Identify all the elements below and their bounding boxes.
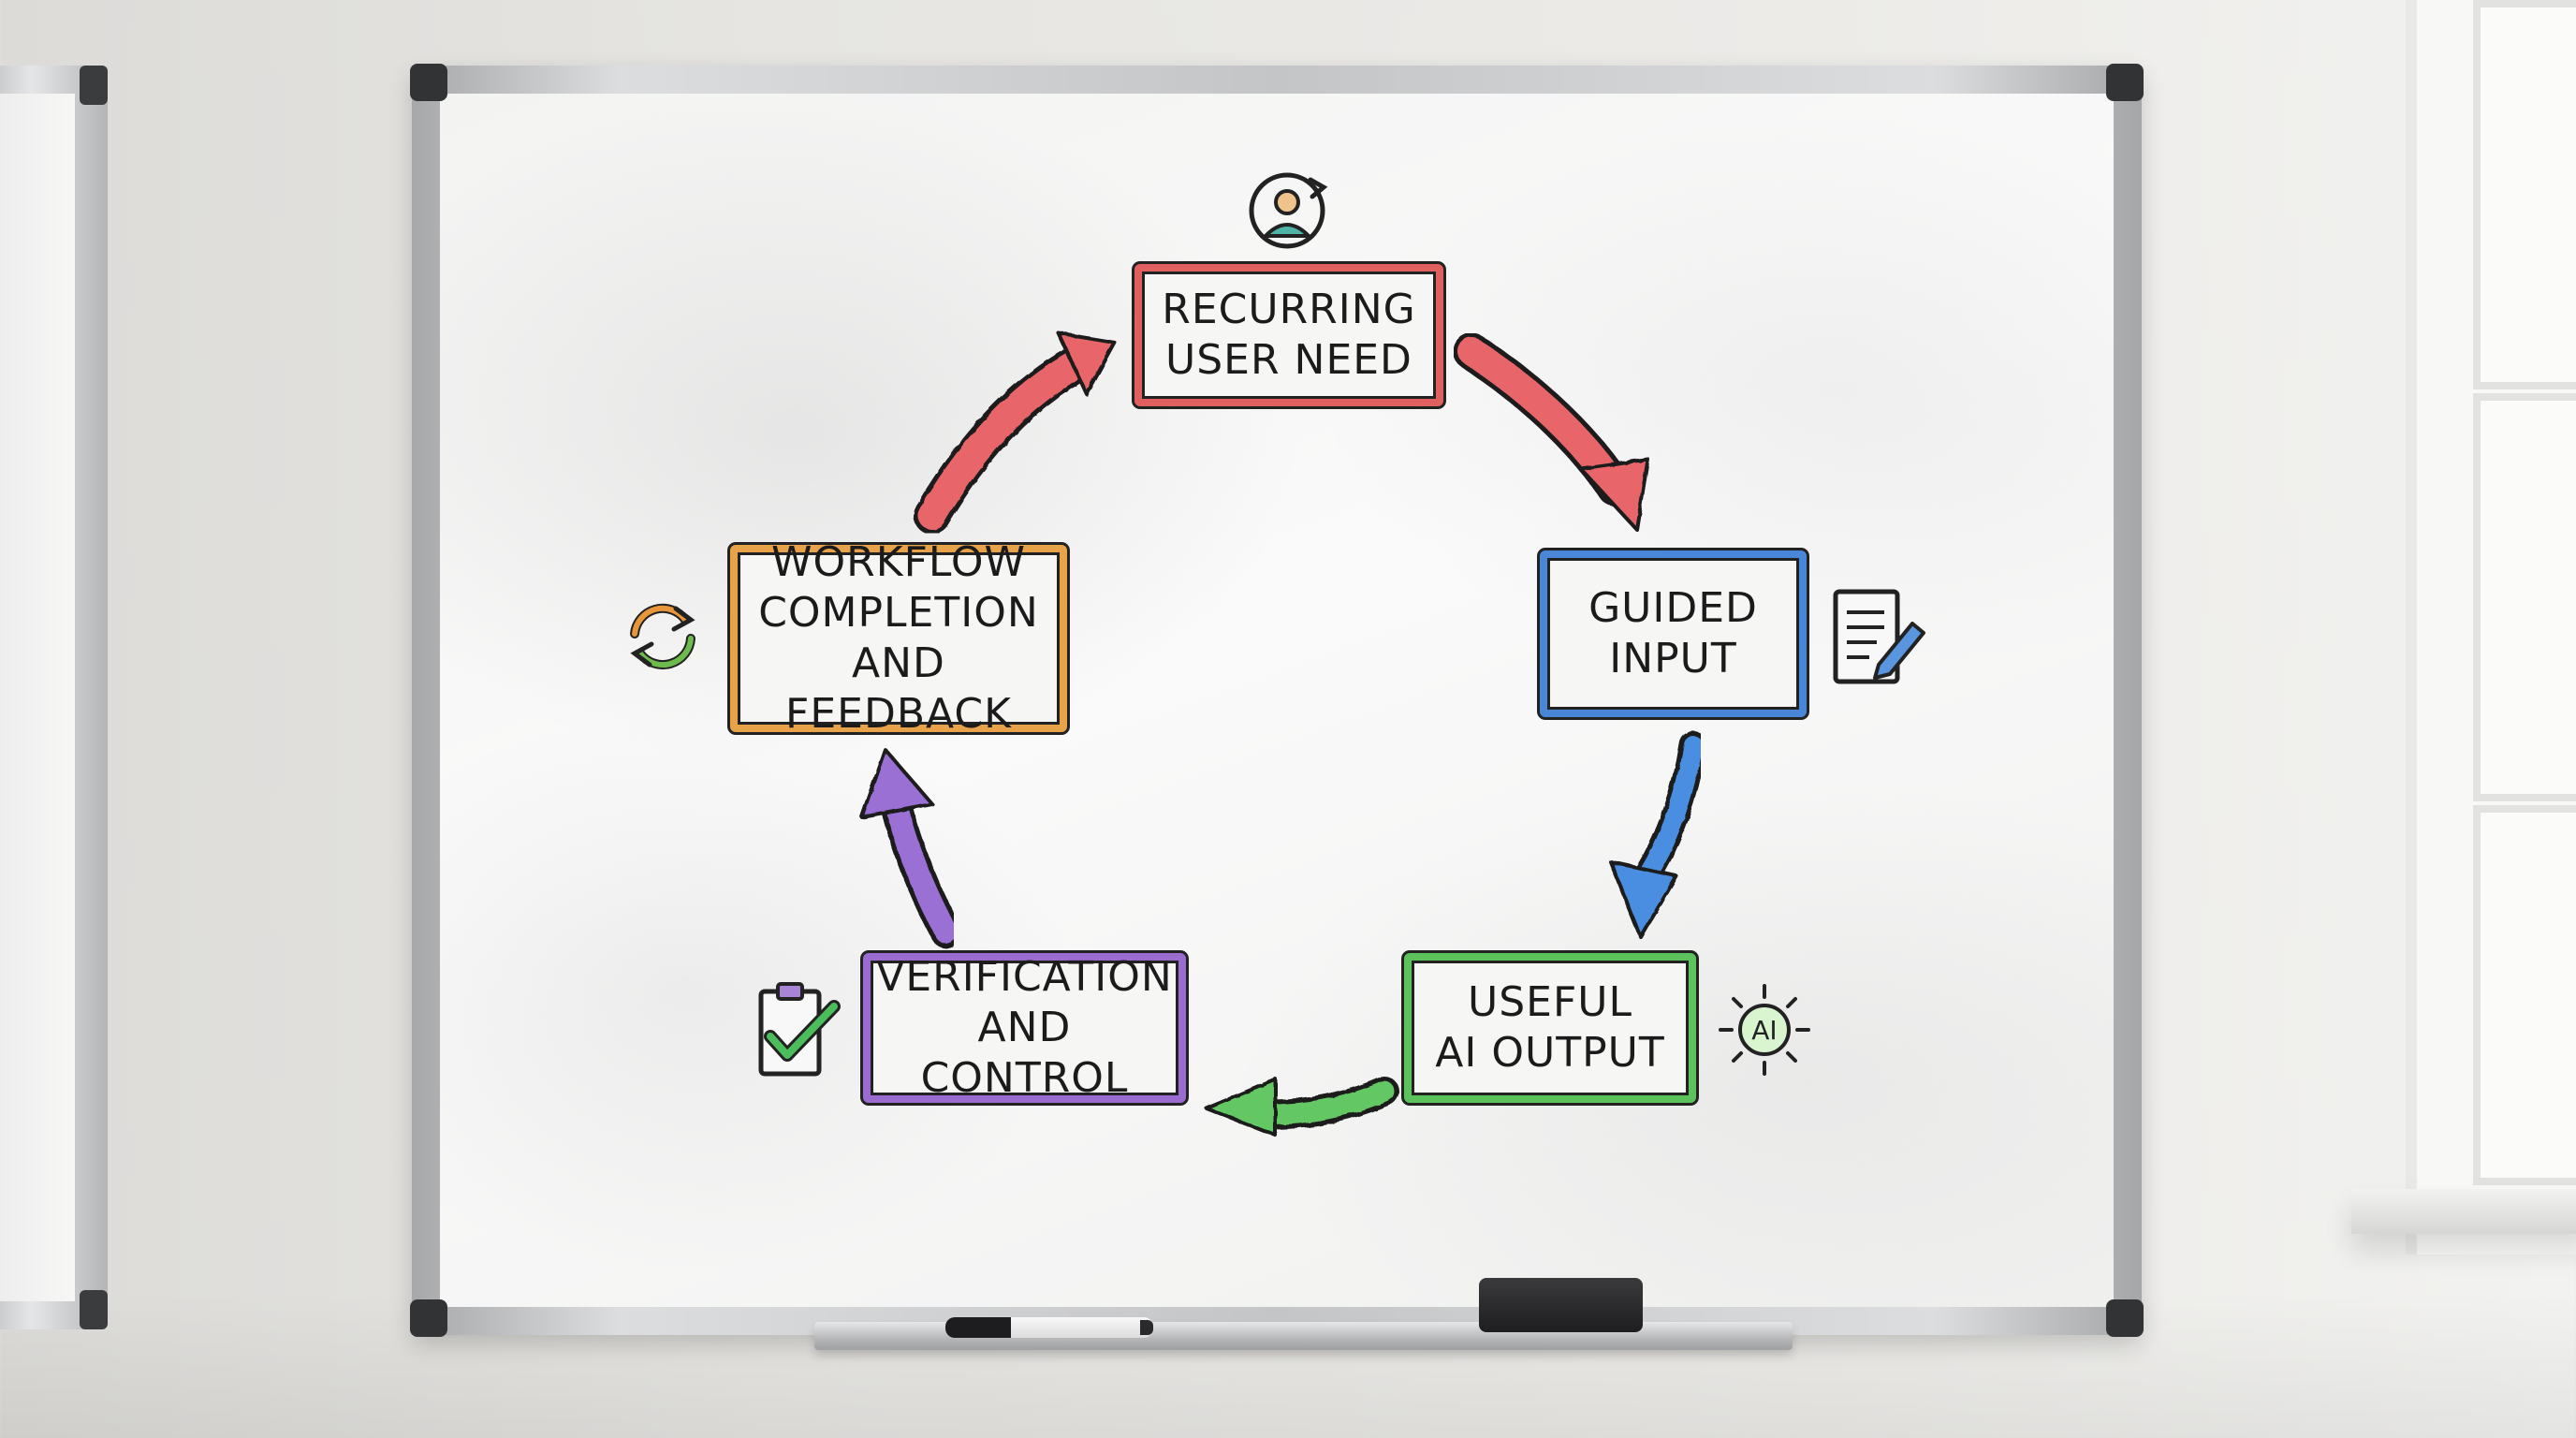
node-recurring-user-need[interactable]: RECURRING USER NEED: [1134, 264, 1443, 406]
frame-corner-cap: [410, 1299, 447, 1337]
left-board-corner-cap: [80, 1290, 108, 1329]
window: [2351, 0, 2576, 1255]
refresh-cycle-icon: [630, 603, 695, 670]
window-pane: [2473, 805, 2576, 1185]
node-label-line: COMPLETION: [758, 589, 1039, 637]
marker[interactable]: [945, 1317, 1153, 1338]
arrow-need-to-input: [1453, 332, 1649, 531]
node-label-line: VERIFICATION: [876, 953, 1173, 1001]
node-label-line: AND FEEDBACK: [785, 639, 1012, 738]
arrow-verification-to-workflow: [859, 747, 961, 947]
left-board-corner-cap: [80, 66, 108, 105]
frame-corner-cap: [410, 64, 447, 101]
node-guided-input[interactable]: GUIDED INPUT: [1540, 550, 1807, 717]
marker-cap: [945, 1317, 1011, 1338]
node-verification-and-control[interactable]: VERIFICATION AND CONTROL: [863, 953, 1186, 1103]
window-pane: [2473, 0, 2576, 389]
node-label-line: INPUT: [1609, 635, 1737, 682]
window-pane: [2473, 393, 2576, 801]
window-sill: [2351, 1189, 2576, 1234]
node-label-line: GUIDED: [1588, 584, 1758, 632]
node-label-line: AI OUTPUT: [1435, 1029, 1665, 1077]
eraser[interactable]: [1479, 1278, 1643, 1332]
left-whiteboard-partial: [0, 66, 108, 1329]
marker-end: [1140, 1320, 1153, 1335]
node-label-line: WORKFLOW: [771, 538, 1026, 586]
arrow-output-to-verification: [1204, 1076, 1398, 1137]
frame-corner-cap: [2106, 1299, 2144, 1337]
user-cycle-icon: [1249, 172, 1328, 249]
node-workflow-completion[interactable]: WORKFLOW COMPLETION AND FEEDBACK: [730, 538, 1067, 738]
clipboard-check-icon: [758, 982, 841, 1077]
arrow-input-to-output: [1608, 730, 1706, 938]
ai-spark-icon: AI: [1719, 984, 1810, 1076]
form-edit-icon: [1833, 589, 1925, 684]
node-useful-ai-output[interactable]: USEFUL AI OUTPUT: [1404, 953, 1696, 1103]
arrow-workflow-to-need: [913, 330, 1116, 534]
ai-icon-label: AI: [1751, 1015, 1777, 1046]
node-label-line: USEFUL: [1468, 978, 1632, 1026]
node-label-line: RECURRING: [1162, 286, 1416, 333]
left-whiteboard-surface: [0, 94, 75, 1301]
frame-corner-cap: [2106, 64, 2144, 101]
node-label-line: AND CONTROL: [920, 1004, 1129, 1102]
node-label-line: USER NEED: [1165, 336, 1412, 384]
